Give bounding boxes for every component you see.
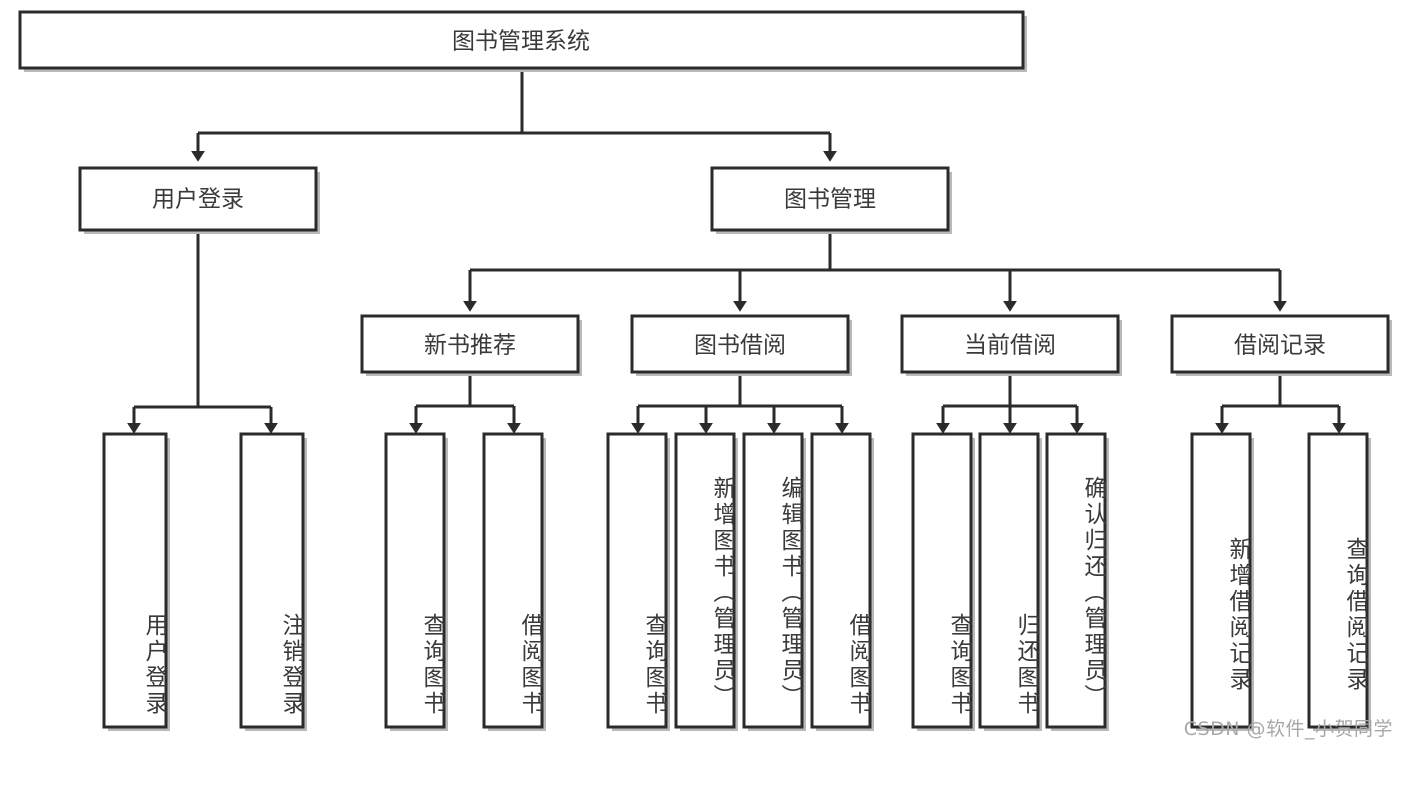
connector-group-book-borrow bbox=[631, 376, 849, 434]
leaf-node-new-book-0[interactable] bbox=[384, 432, 448, 731]
node-book-borrow-label: 图书借阅 bbox=[694, 333, 786, 359]
node-new-book[interactable]: 新书推荐 bbox=[360, 314, 582, 376]
leaf-node-user-login-1[interactable] bbox=[239, 432, 307, 731]
flowchart-canvas: 图书管理系统 用户登录 图书管理 新书推荐 图书借阅 当前借阅 bbox=[18, 10, 1393, 740]
node-borrow-record-label: 借阅记录 bbox=[1234, 333, 1326, 359]
connector-borrow-record-bus bbox=[1222, 376, 1339, 408]
leaf-node-user-login-0[interactable] bbox=[102, 432, 170, 731]
connector-group-current-borrow bbox=[936, 376, 1084, 434]
node-borrow-record-box bbox=[1170, 314, 1390, 374]
node-user-login[interactable]: 用户登录 bbox=[78, 166, 320, 234]
node-user-login-label: 用户登录 bbox=[152, 187, 244, 213]
leaf-current-borrow-1-box bbox=[978, 432, 1040, 729]
connector-book-borrow-bus bbox=[638, 376, 842, 408]
leaf-book-borrow-3-box bbox=[810, 432, 872, 729]
leaf-node-borrow-record-1[interactable] bbox=[1307, 432, 1371, 731]
leaf-borrow-record-0-box bbox=[1190, 432, 1252, 729]
node-current-borrow-box bbox=[900, 314, 1120, 374]
leaf-node-new-book-1[interactable] bbox=[482, 432, 546, 731]
node-new-book-label: 新书推荐 bbox=[424, 333, 516, 359]
connector-new-book-bus bbox=[416, 376, 514, 408]
leaf-user-login-1-box bbox=[239, 432, 305, 729]
node-borrow-record[interactable]: 借阅记录 bbox=[1170, 314, 1392, 376]
node-book-manage-label: 图书管理 bbox=[784, 187, 876, 213]
node-book-borrow[interactable]: 图书借阅 bbox=[630, 314, 852, 376]
leaf-current-borrow-2-box bbox=[1045, 432, 1107, 729]
node-book-manage[interactable]: 图书管理 bbox=[710, 166, 952, 234]
connector-user-login-bus bbox=[134, 234, 271, 409]
connector-group-user-login bbox=[127, 234, 278, 434]
node-root-label: 图书管理系统 bbox=[452, 29, 590, 55]
leaf-borrow-record-1-box bbox=[1307, 432, 1369, 729]
leaf-book-borrow-1-box bbox=[674, 432, 736, 729]
node-root-box bbox=[18, 10, 1025, 70]
leaf-node-book-borrow-0[interactable] bbox=[606, 432, 670, 731]
leaf-node-current-borrow-0[interactable] bbox=[911, 432, 975, 731]
connector-group-borrow-record bbox=[1215, 376, 1346, 434]
leaf-node-borrow-record-0[interactable] bbox=[1190, 432, 1254, 731]
node-user-login-box bbox=[78, 166, 318, 232]
node-book-borrow-box bbox=[630, 314, 850, 374]
leaf-node-book-borrow-2[interactable] bbox=[742, 432, 806, 731]
leaf-book-borrow-0-box bbox=[606, 432, 668, 729]
leaf-node-current-borrow-1[interactable] bbox=[978, 432, 1042, 731]
node-current-borrow-label: 当前借阅 bbox=[964, 333, 1056, 359]
leaf-book-borrow-2-box bbox=[742, 432, 804, 729]
watermark-text: CSDN @软件_小贺同学 bbox=[1183, 718, 1393, 740]
connector-book-manage-bus bbox=[470, 234, 1280, 272]
node-root[interactable]: 图书管理系统 bbox=[18, 10, 1027, 72]
leaf-node-book-borrow-3[interactable] bbox=[810, 432, 874, 731]
node-book-manage-box bbox=[710, 166, 950, 232]
leaf-current-borrow-0-box bbox=[911, 432, 973, 729]
leaf-new-book-0-box bbox=[384, 432, 446, 729]
node-current-borrow[interactable]: 当前借阅 bbox=[900, 314, 1122, 376]
flowchart-svg: 图书管理系统 用户登录 图书管理 新书推荐 图书借阅 当前借阅 bbox=[18, 10, 1392, 731]
connector-current-borrow-bus bbox=[943, 376, 1077, 408]
connector-group-root bbox=[191, 70, 837, 162]
leaf-new-book-1-box bbox=[482, 432, 544, 729]
connector-group-new-book bbox=[409, 376, 521, 434]
leaf-user-login-0-box bbox=[102, 432, 168, 729]
leaf-node-book-borrow-1[interactable] bbox=[674, 432, 738, 731]
connector-group-book-manage bbox=[463, 234, 1287, 312]
leaf-node-current-borrow-2[interactable] bbox=[1045, 432, 1109, 731]
node-new-book-box bbox=[360, 314, 580, 374]
connector-root-bus bbox=[198, 70, 830, 135]
